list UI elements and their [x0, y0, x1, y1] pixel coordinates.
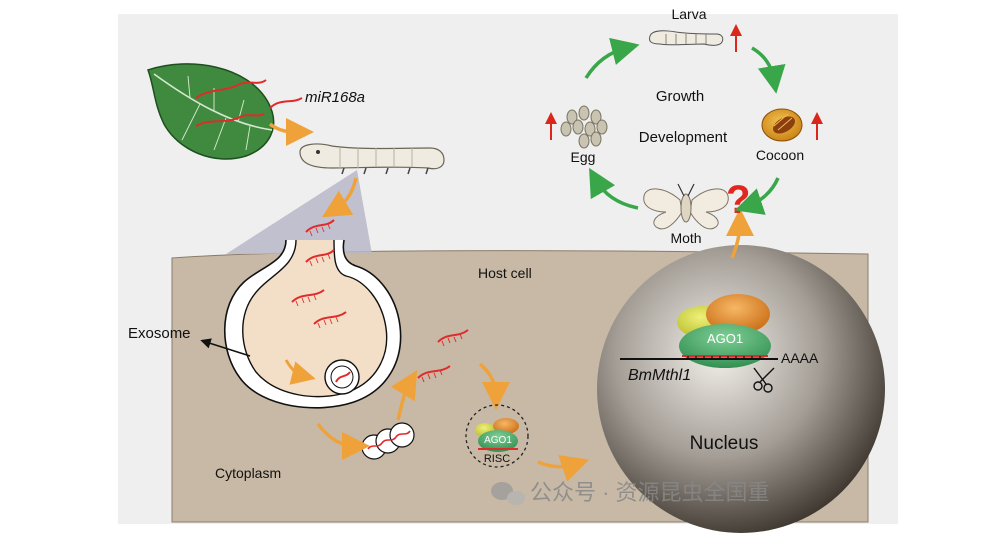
- arrow-nucleus-to-moth: [725, 208, 754, 259]
- scissors-icon: [753, 367, 775, 393]
- mirna-group-endosome: [291, 219, 351, 383]
- gene-label: BmMthl1: [628, 367, 691, 384]
- moth-icon: [643, 183, 729, 230]
- larva-label: Larva: [671, 6, 706, 22]
- mirna-label: miR168a: [305, 89, 365, 106]
- watermark-text: 公众号 · 资源昆虫全国重: [530, 480, 770, 505]
- exosome-label: Exosome: [128, 325, 191, 342]
- cycle-arrow-larva-to-cocoon: [751, 46, 786, 94]
- wechat-icon: [491, 482, 525, 505]
- host-cell-label: Host cell: [478, 265, 532, 281]
- ago1-main-label: AGO1: [707, 331, 743, 346]
- cocoon-label: Cocoon: [756, 147, 804, 163]
- arrow-mirna-release: [390, 369, 418, 421]
- risc-complex: [465, 404, 529, 468]
- moth-label: Moth: [670, 230, 701, 246]
- cytoplasm-label: Cytoplasm: [215, 465, 281, 481]
- egg-label: Egg: [571, 149, 596, 165]
- mirna-strand: [269, 97, 303, 109]
- polya-label: AAAA: [781, 350, 819, 366]
- silkworm-larva-icon: [299, 143, 445, 175]
- arrow-to-risc: [478, 362, 510, 410]
- arrow-larva-to-cell: [321, 177, 358, 218]
- risc-label: RISC: [484, 453, 510, 465]
- nucleus: [597, 245, 885, 533]
- mulberry-leaf-icon: [147, 63, 275, 160]
- cycle-arrow-egg-to-larva: [584, 37, 640, 79]
- ago1-small: [478, 430, 518, 452]
- cocoon-icon: [761, 108, 803, 142]
- arrow-risc-to-nucleus: [537, 455, 590, 482]
- ago1-small-label: AGO1: [484, 435, 512, 446]
- exosome-pointer: [200, 338, 251, 357]
- mirna-group-cytoplasm: [417, 329, 469, 379]
- development-label: Development: [639, 129, 728, 146]
- arrow-leaf-to-larva: [268, 117, 314, 146]
- larva-stage-icon: [649, 30, 724, 46]
- cycle-arrow-cocoon-to-moth: [734, 177, 780, 215]
- cycle-arrow-moth-to-egg: [589, 167, 639, 210]
- arrow-to-vesicle: [284, 359, 316, 385]
- nucleus-label: Nucleus: [690, 433, 759, 454]
- question-mark: ?: [726, 178, 750, 222]
- arrow-exosome-release: [316, 422, 370, 460]
- egg-cluster-icon: [560, 105, 608, 149]
- growth-label: Growth: [656, 88, 704, 105]
